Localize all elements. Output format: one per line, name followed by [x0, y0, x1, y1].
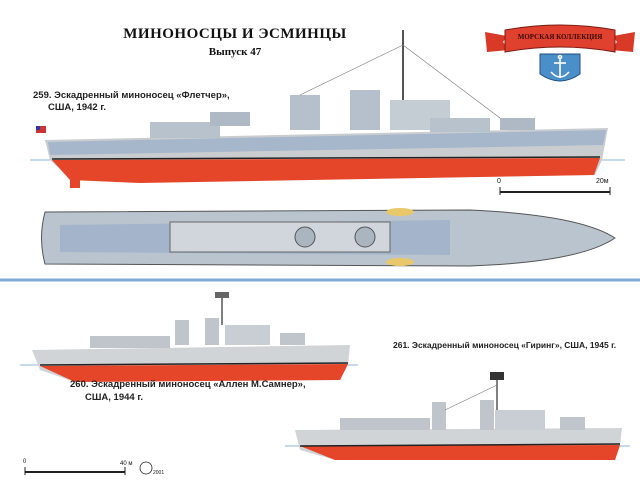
ship-261-profile	[285, 372, 630, 460]
page-title: МИНОНОСЦЫ И ЭСМИНЦЫ	[123, 26, 347, 42]
series-logo: МОРСКАЯ КОЛЛЕКЦИЯ	[485, 22, 635, 92]
ship-260-caption-year: США, 1944 г.	[85, 392, 143, 403]
artist-year: 2001	[153, 470, 165, 476]
ship-259-caption-year: США, 1942 г.	[48, 102, 106, 113]
logo-text: МОРСКАЯ КОЛЛЕКЦИЯ	[517, 33, 603, 41]
ship-259-profile	[30, 30, 625, 188]
scale-1-end: 20м	[596, 178, 609, 185]
anchor-icon	[550, 54, 570, 78]
ship-261-caption: 261. Эскадренный миноносец «Гиринг», США…	[393, 340, 617, 350]
scale-2-start: 0	[23, 459, 27, 465]
ship-260-profile	[20, 292, 358, 382]
scale-bar-1	[499, 187, 611, 195]
scale-bar-2	[24, 461, 153, 475]
scale-1-start: 0	[497, 178, 501, 185]
ship-259-plan-view	[41, 208, 616, 267]
scale-2-end: 40 м	[120, 461, 133, 467]
artist-monogram-icon	[139, 461, 153, 475]
ship-260-caption: 260. Эскадренный миноносец «Аллен М.Самн…	[70, 379, 306, 390]
ribbon-shield-graphic	[485, 24, 635, 82]
ship-259-caption: 259. Эскадренный миноносец «Флетчер»,	[33, 90, 230, 101]
issue-number: Выпуск 47	[208, 46, 262, 58]
flag-icon	[36, 126, 46, 133]
